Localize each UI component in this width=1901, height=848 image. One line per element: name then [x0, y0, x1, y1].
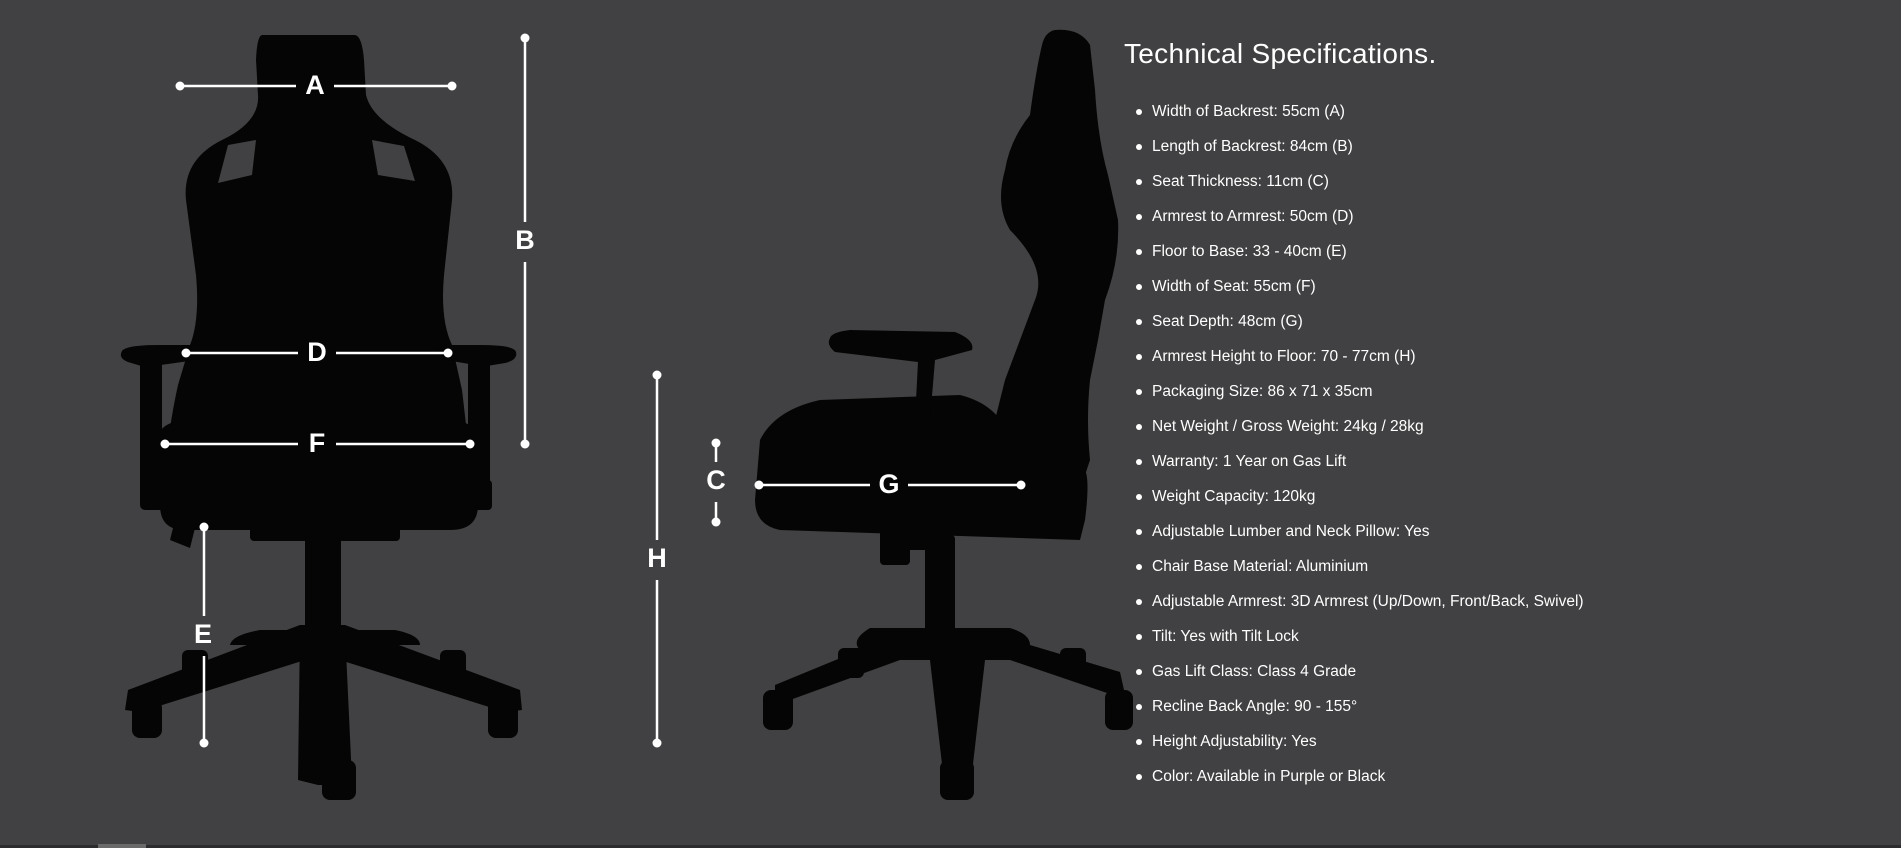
bottom-border: [0, 845, 1901, 848]
spec-item-backrest-width: Width of Backrest: 55cm (A): [1136, 94, 1824, 129]
spec-list: Width of Backrest: 55cm (A) Length of Ba…: [1124, 94, 1824, 794]
spec-item-tilt: Tilt: Yes with Tilt Lock: [1136, 619, 1824, 654]
spec-item-color: Color: Available in Purple or Black: [1136, 759, 1824, 794]
dimension-h: [652, 370, 662, 748]
bottom-tab-indicator: [98, 844, 146, 848]
spec-title: Technical Specifications.: [1124, 38, 1437, 69]
spec-item-seat-thickness: Seat Thickness: 11cm (C): [1136, 164, 1824, 199]
spec-item-gas-lift-class: Gas Lift Class: Class 4 Grade: [1136, 654, 1824, 689]
spec-item-backrest-length: Length of Backrest: 84cm (B): [1136, 129, 1824, 164]
spec-item-adjustable-armrest: Adjustable Armrest: 3D Armrest (Up/Down,…: [1136, 584, 1824, 619]
dimension-label-f: F: [309, 428, 326, 458]
dimension-b: [520, 33, 530, 449]
spec-item-seat-width: Width of Seat: 55cm (F): [1136, 269, 1824, 304]
spec-item-armrest-height: Armrest Height to Floor: 70 - 77cm (H): [1136, 339, 1824, 374]
spec-item-seat-depth: Seat Depth: 48cm (G): [1136, 304, 1824, 339]
dimension-a: [175, 81, 457, 91]
dimension-label-d: D: [307, 337, 327, 367]
dimension-lines: [160, 33, 1026, 748]
dimension-label-g: G: [878, 469, 899, 499]
dimension-e: [199, 522, 209, 748]
spec-item-weight-capacity: Weight Capacity: 120kg: [1136, 479, 1824, 514]
dimension-d: [181, 348, 453, 358]
spec-item-packaging-size: Packaging Size: 86 x 71 x 35cm: [1136, 374, 1824, 409]
dimension-label-h: H: [647, 543, 667, 573]
spec-item-weight: Net Weight / Gross Weight: 24kg / 28kg: [1136, 409, 1824, 444]
spec-item-armrest-to-armrest: Armrest to Armrest: 50cm (D): [1136, 199, 1824, 234]
side-chair-silhouette: [755, 29, 1133, 800]
dimension-f: [160, 439, 475, 449]
spec-item-lumbar-pillow: Adjustable Lumber and Neck Pillow: Yes: [1136, 514, 1824, 549]
dimension-label-e: E: [194, 619, 212, 649]
dimension-label-b: B: [515, 225, 535, 255]
spec-item-base-material: Chair Base Material: Aluminium: [1136, 549, 1824, 584]
dimension-g: [754, 480, 1026, 490]
front-chair-silhouette: [120, 35, 522, 800]
spec-item-recline-angle: Recline Back Angle: 90 - 155°: [1136, 689, 1824, 724]
spec-item-warranty: Warranty: 1 Year on Gas Lift: [1136, 444, 1824, 479]
dimension-label-a: A: [305, 70, 325, 100]
spec-item-floor-to-base: Floor to Base: 33 - 40cm (E): [1136, 234, 1824, 269]
dimension-label-c: C: [706, 465, 726, 495]
spec-item-height-adjustability: Height Adjustability: Yes: [1136, 724, 1824, 759]
technical-specifications-panel: Technical Specifications. Width of Backr…: [1124, 38, 1824, 794]
dimension-c: [711, 438, 721, 527]
